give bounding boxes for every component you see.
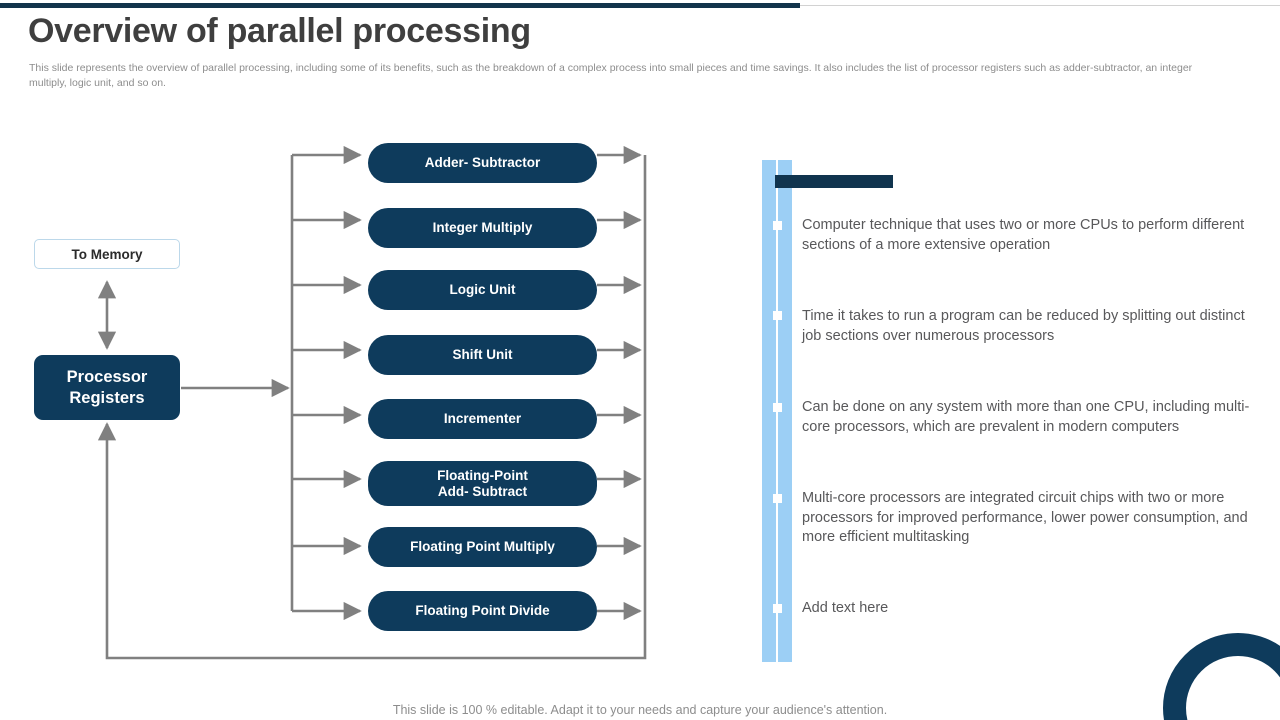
list-item-text: Time it takes to run a program can be re… (802, 308, 1245, 344)
list-item-text: Can be done on any system with more than… (802, 399, 1250, 435)
unit-box-incrementer[interactable]: Incrementer (368, 399, 597, 439)
unit-box-adder-subtractor[interactable]: Adder- Subtractor (368, 143, 597, 183)
unit-box-floating-point-divide[interactable]: Floating Point Divide (368, 591, 597, 631)
unit-box-floating-point-multiply[interactable]: Floating Point Multiply (368, 527, 597, 567)
list-item-text: Multi-core processors are integrated cir… (802, 490, 1248, 545)
page-subtitle: This slide represents the overview of pa… (29, 62, 1193, 89)
list-item-text: Computer technique that uses two or more… (802, 217, 1245, 253)
bullet-square-icon (773, 604, 782, 613)
panel-title-placeholder[interactable] (775, 175, 893, 188)
unit-box-logic-unit[interactable]: Logic Unit (368, 270, 597, 310)
unit-box-integer-multiply[interactable]: Integer Multiply (368, 208, 597, 248)
page-title: Overview of parallel processing (28, 12, 531, 50)
bullet-square-icon (773, 311, 782, 320)
list-item-text: Add text here (802, 600, 889, 616)
header-thin-rule (800, 5, 1280, 6)
unit-box-shift-unit[interactable]: Shift Unit (368, 335, 597, 375)
footer-note: This slide is 100 % editable. Adapt it t… (392, 703, 888, 717)
header-accent-bar (0, 3, 800, 8)
bullet-square-icon (773, 494, 782, 503)
bullet-square-icon (773, 403, 782, 412)
to-memory-box[interactable]: To Memory (34, 239, 180, 269)
bullet-square-icon (773, 221, 782, 230)
benefits-panel: Computer technique that uses two or more… (762, 160, 1262, 662)
